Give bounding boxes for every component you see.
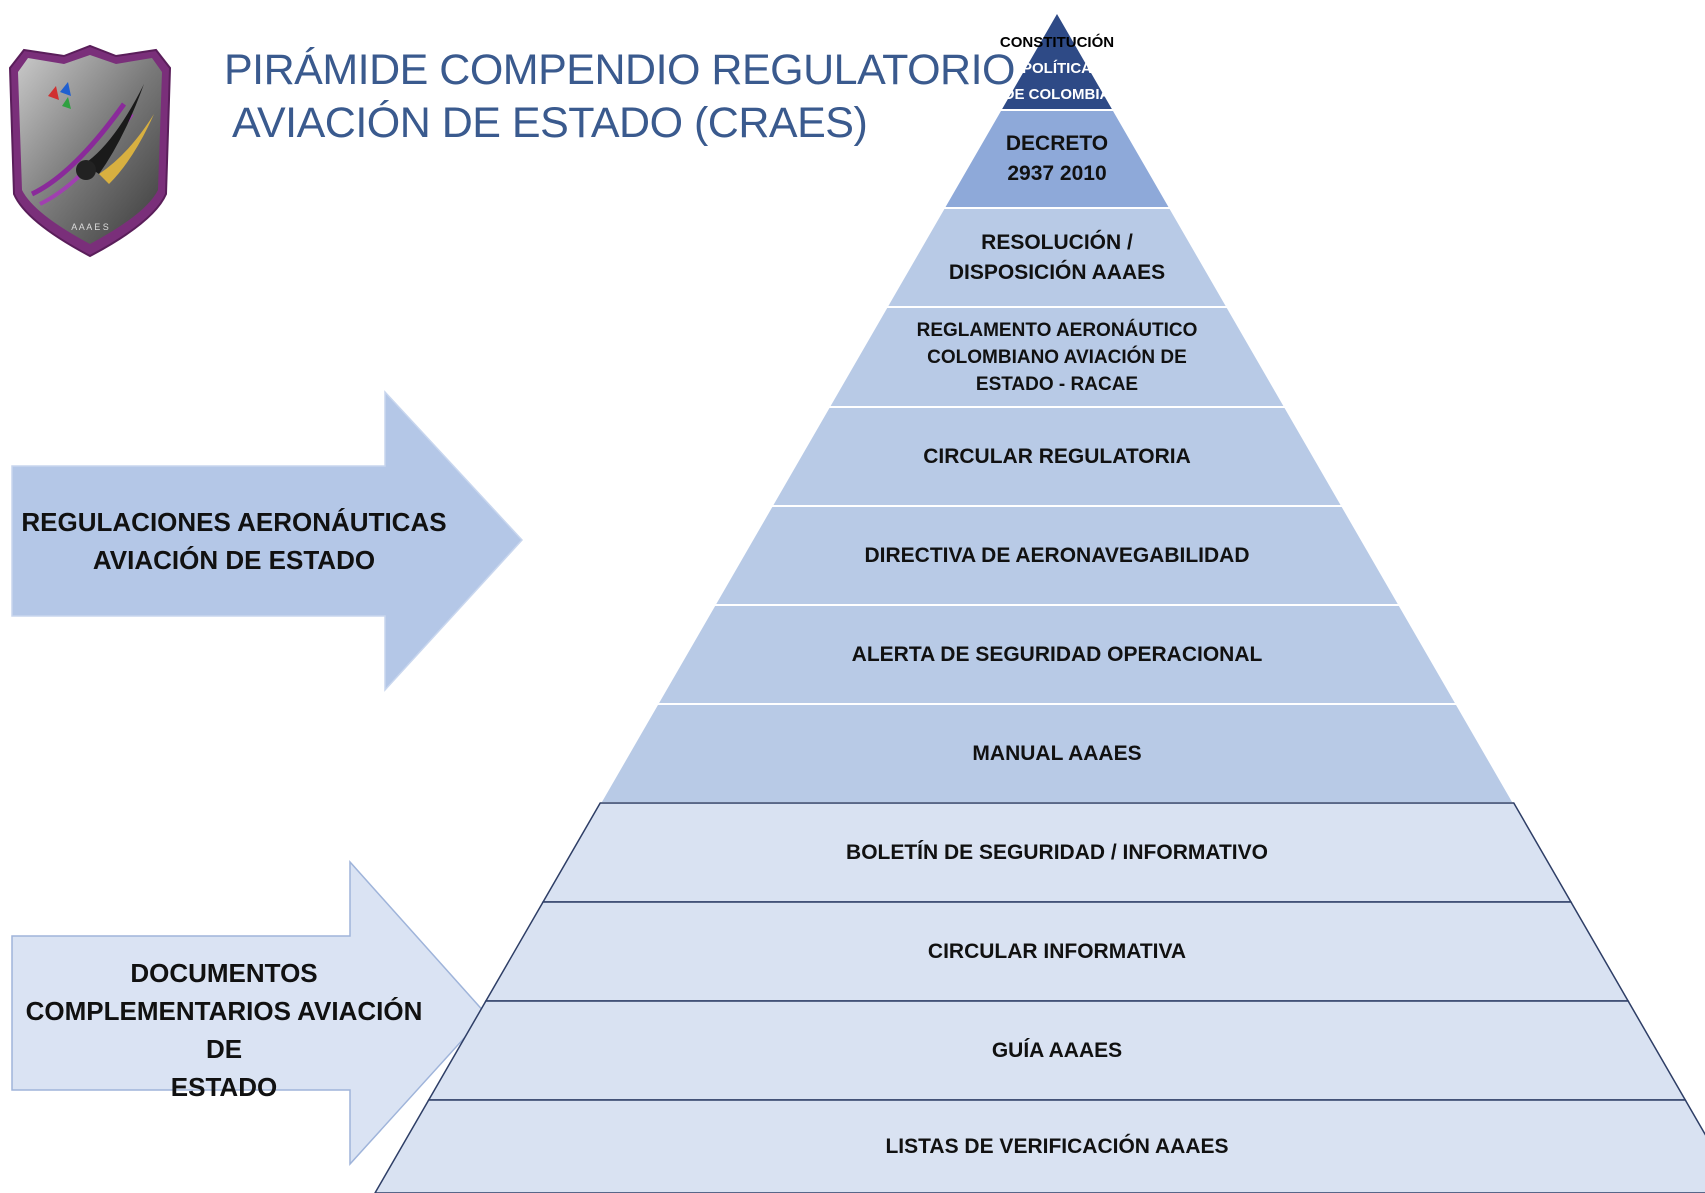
pyramid-level-label-line: REGLAMENTO AERONÁUTICO bbox=[916, 319, 1198, 341]
pyramid-level-label-line: CIRCULAR REGULATORIA bbox=[923, 444, 1191, 468]
arrow-label-line: AVIACIÓN DE ESTADO bbox=[92, 545, 376, 575]
pyramid-level-label-line: ALERTA DE SEGURIDAD OPERACIONAL bbox=[851, 642, 1263, 666]
pyramid-level-label: REGLAMENTO AERONÁUTICO COLOMBIANO AVIACIÓ… bbox=[917, 317, 1198, 398]
arrow-1 bbox=[11, 390, 524, 692]
pyramid-level-label: CONSTITUCIÓN POLÍTICA DE COLOMBIA bbox=[1000, 30, 1114, 108]
pyramid-level-label-line: POLÍTICA bbox=[1021, 60, 1092, 77]
crest-text: A A A E S bbox=[71, 222, 109, 232]
pyramid-level-label: ALERTA DE SEGURIDAD OPERACIONAL bbox=[852, 640, 1263, 670]
pyramid-level-label: CIRCULAR REGULATORIA bbox=[923, 442, 1191, 472]
eagle-crest-shield-icon: A A A E S bbox=[8, 44, 172, 258]
pyramid-level-label: BOLETÍN DE SEGURIDAD / INFORMATIVO bbox=[846, 838, 1268, 868]
pyramid-level-label-line: CONSTITUCIÓN bbox=[999, 34, 1115, 51]
arrow-label-line: DOCUMENTOS bbox=[130, 958, 318, 988]
pyramid-level-label-line: DISPOSICIÓN AAAES bbox=[948, 260, 1166, 284]
arrow-label-line: ESTADO bbox=[170, 1072, 278, 1102]
pyramid-level-label-line: BOLETÍN DE SEGURIDAD / INFORMATIVO bbox=[846, 840, 1268, 864]
pyramid-level-label-line: DIRECTIVA DE AERONAVEGABILIDAD bbox=[864, 543, 1250, 567]
pyramid-level-label-line: RESOLUCIÓN / bbox=[981, 230, 1133, 254]
pyramid-level-label: LISTAS DE VERIFICACIÓN AAAES bbox=[885, 1132, 1228, 1162]
arrow-label-line: REGULACIONES AERONÁUTICAS bbox=[21, 507, 447, 537]
pyramid-level-label-line: ESTADO - RACAE bbox=[975, 373, 1139, 395]
pyramid-level-label-line: CIRCULAR INFORMATIVA bbox=[927, 939, 1187, 963]
arrow-label-1: REGULACIONES AERONÁUTICAS AVIACIÓN DE EST… bbox=[12, 503, 456, 579]
pyramid-level-12 bbox=[374, 1099, 1705, 1193]
pyramid-level-label-line: LISTAS DE VERIFICACIÓN AAAES bbox=[885, 1134, 1229, 1158]
pyramid-level-label: DECRETO 2937 2010 bbox=[1006, 129, 1108, 189]
arrow-2 bbox=[11, 860, 488, 1166]
pyramid-level-label: MANUAL AAAES bbox=[972, 739, 1141, 769]
pyramid-level-label-line: 2937 2010 bbox=[1007, 162, 1107, 185]
pyramid-level-label: RESOLUCIÓN / DISPOSICIÓN AAAES bbox=[949, 228, 1165, 288]
pyramid-level-label-line: MANUAL AAAES bbox=[972, 741, 1142, 765]
pyramid-level-label: CIRCULAR INFORMATIVA bbox=[928, 937, 1186, 967]
pyramid-level-label-line: DE COLOMBIA bbox=[1003, 86, 1111, 103]
title-line-1: PIRÁMIDE COMPENDIO REGULATORIO bbox=[224, 46, 1015, 94]
pyramid-level-label-line: COLOMBIANO AVIACIÓN DE bbox=[927, 346, 1187, 368]
pyramid-level-label-line: GUÍA AAAES bbox=[991, 1038, 1123, 1062]
arrow-label-2: DOCUMENTOS COMPLEMENTARIOS AVIACIÓN DE EST… bbox=[12, 954, 436, 1106]
page-title: PIRÁMIDE COMPENDIO REGULATORIO AVIACIÓN … bbox=[224, 44, 1015, 150]
pyramid-level-label-line: DECRETO bbox=[1005, 132, 1109, 155]
pyramid-level-label: DIRECTIVA DE AERONAVEGABILIDAD bbox=[864, 541, 1249, 571]
pyramid-level-label: GUÍA AAAES bbox=[992, 1036, 1122, 1066]
title-line-2: AVIACIÓN DE ESTADO (CRAES) bbox=[232, 99, 868, 147]
arrow-label-line: COMPLEMENTARIOS AVIACIÓN DE bbox=[25, 996, 423, 1064]
